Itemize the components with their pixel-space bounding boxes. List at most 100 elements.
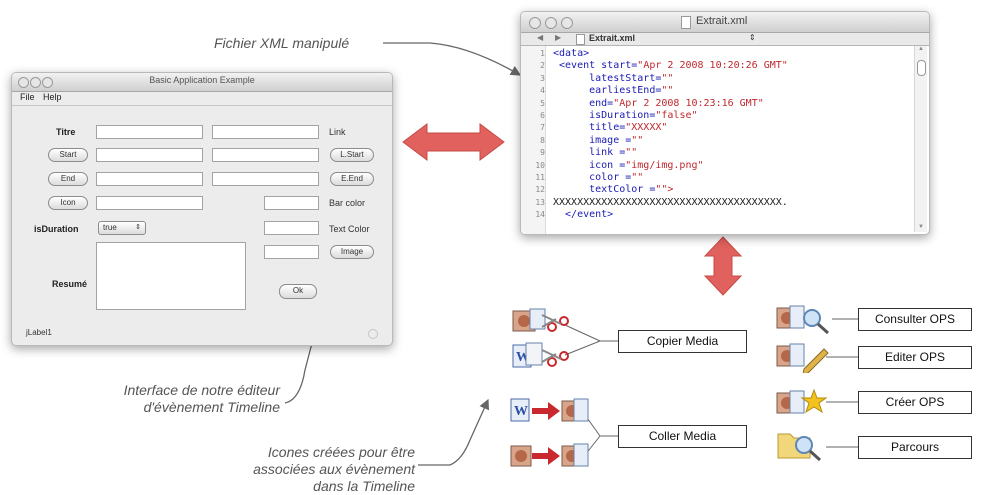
creer-ops-icon <box>776 388 828 414</box>
line-number: 14 <box>535 210 545 220</box>
line-number: 4 <box>540 86 545 96</box>
ok-button[interactable]: Ok <box>279 284 317 299</box>
file-tab-icon <box>576 34 585 45</box>
xml-attribute-value: "" <box>625 147 638 159</box>
editer-ops-icon <box>776 343 829 373</box>
xml-attribute-value: "" <box>631 172 644 183</box>
icons-caption-line3: dans la Timeline <box>313 478 415 494</box>
file-dropdown-icon[interactable]: ⇕ <box>749 33 756 42</box>
xml-tag-text: end= <box>553 97 614 109</box>
line-number: 11 <box>535 173 545 182</box>
resume-label: Resumé <box>52 279 88 289</box>
bar-color-field[interactable] <box>264 196 319 210</box>
line-number: 13 <box>535 197 545 207</box>
line-number: 5 <box>540 98 545 108</box>
editer-ops-box: Editer OPS <box>858 346 972 369</box>
end-button[interactable]: End <box>48 172 88 186</box>
xml-caption-arrow <box>383 42 522 76</box>
app-titlebar: Basic Application Example <box>12 73 392 92</box>
titre-label: Titre <box>56 127 76 137</box>
xml-tag-text: </event> <box>553 209 614 221</box>
is-duration-value: true <box>103 223 117 232</box>
vertical-scrollbar[interactable]: ▲ ▼ <box>914 46 927 232</box>
zoom-window-button[interactable] <box>561 17 573 29</box>
forward-arrow-icon[interactable]: ▶ <box>555 33 562 42</box>
code-text: <data> <box>553 48 589 60</box>
code-text: XXXXXXXXXXXXXXXXXXXXXXXXXXXXXXXXXXXXXX. <box>553 197 788 209</box>
scroll-down-icon[interactable]: ▼ <box>918 224 924 230</box>
line-number: 1 <box>540 49 545 58</box>
bidirectional-arrow-vertical <box>703 236 743 296</box>
xml-attribute-value: "Apr 2 2008 10:20:26 GMT" <box>637 60 788 72</box>
xml-attribute-value: ""> <box>655 184 674 196</box>
xml-tabbar: ◀ ▶ Extrait.xml ⇕ <box>521 33 929 46</box>
xml-titlebar: Extrait.xml <box>521 12 929 33</box>
end-field[interactable] <box>96 172 203 186</box>
xml-attribute-value: "" <box>631 134 644 146</box>
line-number: 9 <box>540 148 545 158</box>
xml-tag-text: icon = <box>553 159 626 171</box>
xml-text: XXXXXXXXXXXXXXXXXXXXXXXXXXXXXXXXXXXXXX. <box>553 196 788 208</box>
minimize-window-button[interactable] <box>30 77 41 88</box>
code-text: end="Apr 2 2008 10:23:16 GMT" <box>553 98 764 110</box>
xml-attribute-value: "" <box>661 85 674 97</box>
copy-image-media-icon <box>512 308 569 332</box>
start-field[interactable] <box>96 148 203 162</box>
back-arrow-icon[interactable]: ◀ <box>537 33 544 42</box>
titre-field[interactable] <box>96 125 203 139</box>
code-text: textColor =""> <box>553 184 673 196</box>
xml-tag-text: image = <box>553 134 632 146</box>
parcours-box: Parcours <box>858 436 972 459</box>
icons-caption-line1: Icones créées pour être <box>267 444 415 460</box>
xml-tag-text: <data> <box>553 48 590 59</box>
code-area[interactable]: 1<data>2 <event start="Apr 2 2008 10:20:… <box>523 48 903 228</box>
paste-image-media-icon <box>510 443 589 467</box>
text-color-label: Text Color <box>329 224 370 234</box>
earliest-end-button[interactable]: E.End <box>330 172 374 186</box>
is-duration-label: isDuration <box>34 224 79 234</box>
creer-ops-box: Créer OPS <box>858 391 972 414</box>
latest-start-field[interactable] <box>212 148 319 162</box>
app-window: Basic Application Example File Help Titr… <box>11 72 393 346</box>
is-duration-select[interactable]: true ⇕ <box>98 221 146 235</box>
link-label: Link <box>329 127 346 137</box>
image-button[interactable]: Image <box>330 245 374 259</box>
line-number: 6 <box>540 111 545 120</box>
interface-caption-line1: Interface de notre éditeur <box>123 382 280 398</box>
link-field[interactable] <box>212 125 319 139</box>
earliest-end-field[interactable] <box>212 172 319 186</box>
icon-field[interactable] <box>96 196 203 210</box>
code-text: link ="" <box>553 147 637 159</box>
xml-tag-text: <event start= <box>553 60 638 72</box>
icons-caption-arrow <box>418 398 490 466</box>
minimize-window-button[interactable] <box>545 17 557 29</box>
xml-window-title: Extrait.xml <box>696 15 748 27</box>
resize-grip-icon[interactable] <box>368 329 378 339</box>
copy-word-media-icon: W <box>512 342 569 368</box>
menu-help[interactable]: Help <box>43 92 62 102</box>
file-tab-label[interactable]: Extrait.xml <box>589 33 636 43</box>
image-field[interactable] <box>264 245 319 259</box>
copier-media-box: Copier Media <box>618 330 747 353</box>
icon-button[interactable]: Icon <box>48 196 88 210</box>
zoom-window-button[interactable] <box>42 77 53 88</box>
icons-caption-line2: associées aux évènement <box>253 461 415 477</box>
xml-attribute-value: "XXXXX" <box>625 122 668 134</box>
code-text: <event start="Apr 2 2008 10:20:26 GMT" <box>553 60 788 72</box>
menu-file[interactable]: File <box>20 92 35 102</box>
close-window-button[interactable] <box>529 17 541 29</box>
paste-word-media-icon: W <box>510 398 589 422</box>
line-number: 3 <box>540 73 545 83</box>
parcours-folder-icon <box>777 433 822 462</box>
scroll-thumb[interactable] <box>917 60 926 76</box>
interface-caption-arrow <box>284 318 321 404</box>
status-label: jLabel1 <box>26 328 52 337</box>
document-icon <box>681 16 691 29</box>
xml-tag-text: latestStart= <box>553 72 662 84</box>
resume-textarea[interactable] <box>96 242 246 310</box>
start-button[interactable]: Start <box>48 148 88 162</box>
text-color-field[interactable] <box>264 221 319 235</box>
close-window-button[interactable] <box>18 77 29 88</box>
scroll-up-icon[interactable]: ▲ <box>918 46 924 52</box>
latest-start-button[interactable]: L.Start <box>330 148 374 162</box>
